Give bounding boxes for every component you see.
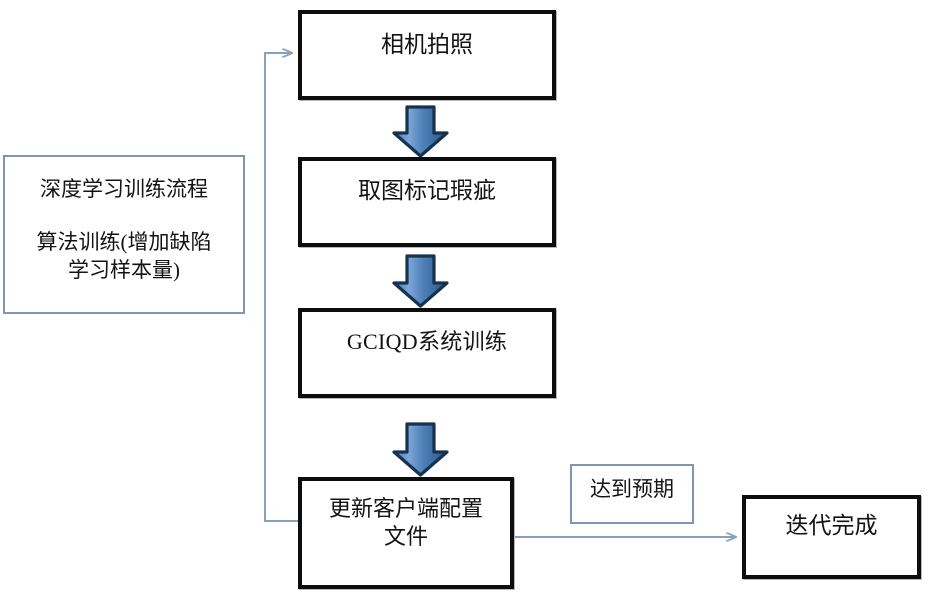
node-update-label: 更新客户端配置 文件 (328, 496, 483, 550)
node-iteration-complete[interactable]: 迭代完成 (742, 495, 921, 579)
block-arrow-train-to-update (392, 422, 449, 477)
node-mark-defects[interactable]: 取图标记瑕疵 (298, 157, 556, 247)
node-mark-label: 取图标记瑕疵 (358, 178, 496, 203)
node-gciqd-training[interactable]: GCIQD系统训练 (298, 308, 556, 398)
node-meets-expectation-label[interactable]: 达到预期 (570, 464, 694, 524)
line-arrow-update-to-camera-feedback (264, 53, 298, 522)
node-train-label: GCIQD系统训练 (346, 329, 508, 354)
process-group-detail: 算法训练(增加缺陷 学习样本量) (36, 229, 212, 282)
block-arrow-camera-to-mark (392, 105, 449, 158)
node-process-group[interactable]: 深度学习训练流程 算法训练(增加缺陷 学习样本量) (3, 155, 245, 314)
node-update-client-config[interactable]: 更新客户端配置 文件 (298, 477, 514, 589)
node-camera-label: 相机拍照 (381, 32, 473, 57)
block-arrow-mark-to-train (392, 254, 449, 308)
node-done-label: 迭代完成 (785, 513, 878, 538)
node-camera-capture[interactable]: 相机拍照 (298, 10, 556, 100)
node-expect-label: 达到预期 (590, 477, 674, 501)
process-group-title: 深度学习训练流程 (40, 177, 208, 201)
